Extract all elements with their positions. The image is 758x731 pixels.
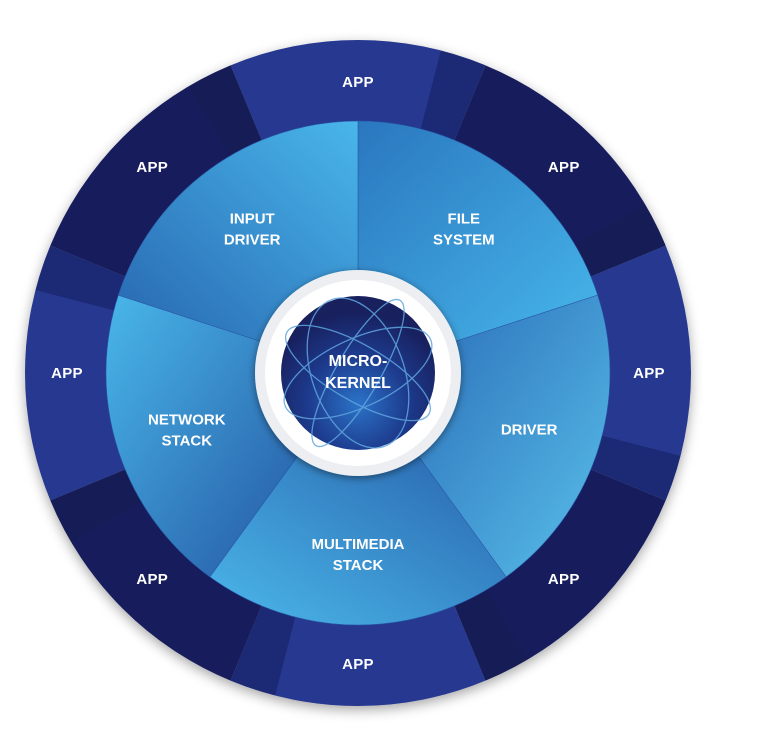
service-label-line1: FILE xyxy=(448,210,481,227)
app-segment-shade xyxy=(420,50,486,143)
app-label: APP xyxy=(342,74,374,91)
service-label-line1: INPUT xyxy=(230,210,275,227)
service-label-line1: NETWORK xyxy=(148,412,226,429)
app-segment-shade xyxy=(230,603,296,696)
app-labels: APP APP APP APP APP APP APP APP xyxy=(51,74,665,673)
service-label-line1: DRIVER xyxy=(501,422,558,439)
app-label: APP xyxy=(548,159,580,176)
app-segment-shade xyxy=(573,203,666,278)
outer-app-ring xyxy=(25,40,691,706)
app-segment-shade xyxy=(453,588,528,681)
service-label-line2: SYSTEM xyxy=(433,231,495,248)
service-label-line2: DRIVER xyxy=(224,231,281,248)
app-segment xyxy=(588,245,691,501)
service-label-line2: STACK xyxy=(333,557,384,574)
app-label: APP xyxy=(51,365,83,382)
app-label: APP xyxy=(633,365,665,382)
service-ring xyxy=(105,120,611,626)
app-segment xyxy=(230,603,486,706)
app-segment xyxy=(25,245,128,501)
app-label: APP xyxy=(342,656,374,673)
kernel-core: MICRO- KERNEL xyxy=(255,270,461,476)
kernel-sphere xyxy=(281,296,435,450)
app-label: APP xyxy=(136,159,168,176)
service-labels: FILE SYSTEM DRIVER MULTIMEDIA STACK NETWORK ST… xyxy=(148,210,558,574)
app-segment-shade xyxy=(35,245,128,311)
app-segment-shade xyxy=(188,65,263,158)
kernel-label-line1: MICRO- xyxy=(329,353,388,370)
kernel-orbit-lines xyxy=(283,297,433,449)
service-label-line1: MULTIMEDIA xyxy=(311,536,404,553)
app-segment-shade xyxy=(588,435,681,501)
service-label-line2: STACK xyxy=(162,433,213,450)
app-segment xyxy=(230,40,486,143)
kernel-label-line2: KERNEL xyxy=(325,375,391,392)
app-label: APP xyxy=(136,571,168,588)
app-segment-shade xyxy=(50,468,143,543)
app-label: APP xyxy=(548,571,580,588)
